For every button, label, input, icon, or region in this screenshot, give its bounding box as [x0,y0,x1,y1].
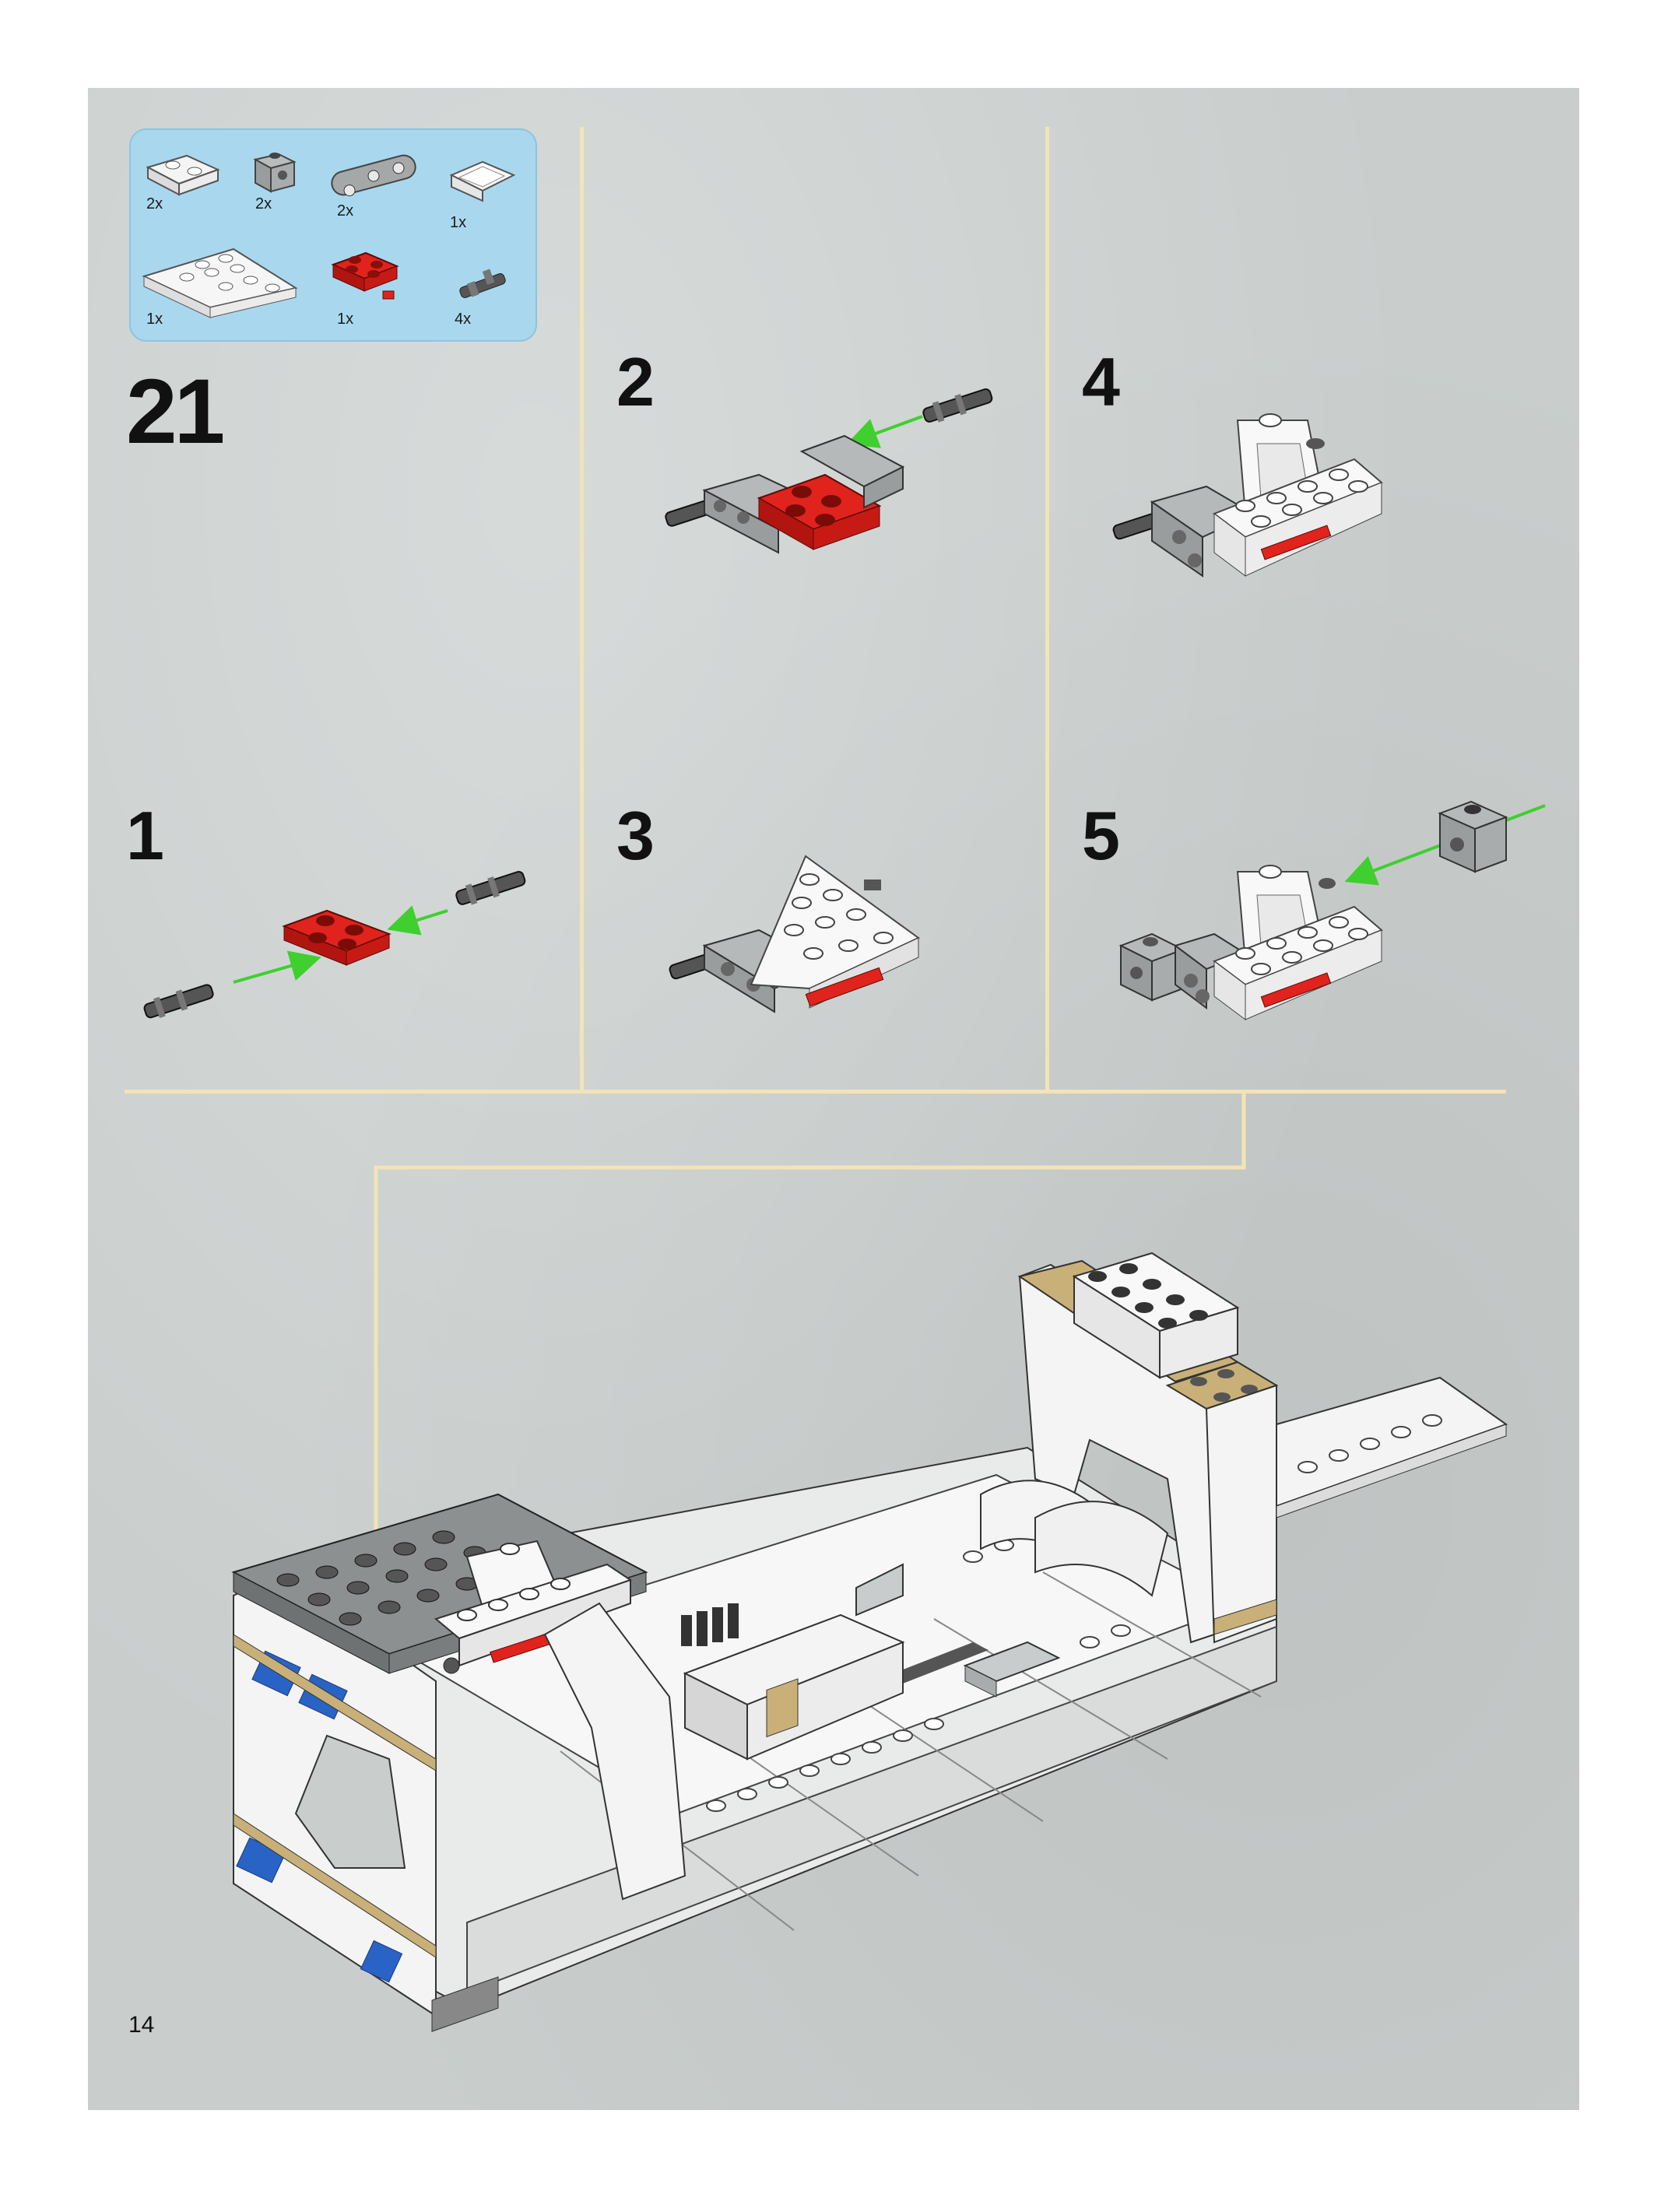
main-model-illustration [234,1253,1506,2031]
plate-2x2-icon [148,156,218,195]
step-3-illustration [669,856,918,1012]
technic-pin-icon [458,269,506,299]
step-5-illustration [1121,802,1545,1020]
brick-1x1-technic-icon [255,153,294,191]
red-plate-2x2-icon [333,253,397,299]
wedge-plate-icon [144,249,296,318]
step-1-illustration [142,868,527,1022]
step-2-illustration [665,385,994,553]
window-panel-icon [451,162,514,201]
step-4-illustration [1112,414,1382,576]
page-number: 14 [128,2012,154,2038]
technic-beam-icon [329,153,418,197]
